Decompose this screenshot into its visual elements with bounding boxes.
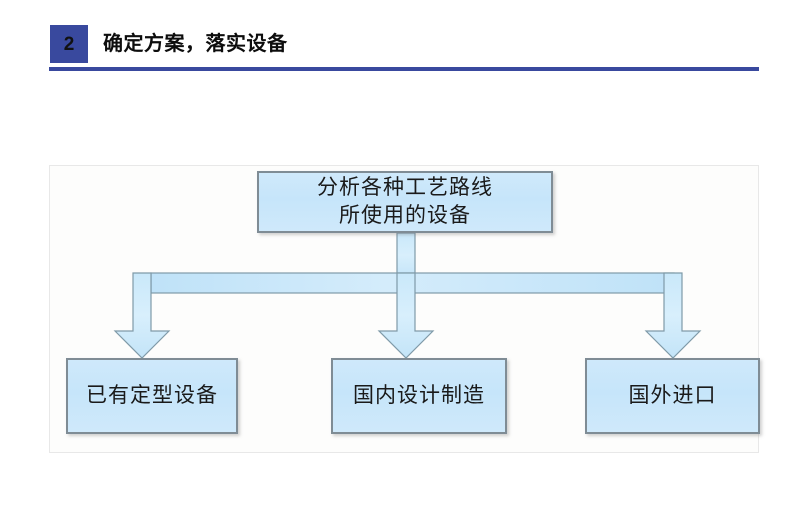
- step-number-label: 2: [63, 33, 75, 55]
- diagram-node-domestic-manufacture[interactable]: 国内设计制造: [331, 358, 507, 434]
- connector-arrow-left: [113, 272, 171, 359]
- diagram-node-root-label: 分析各种工艺路线 所使用的设备: [317, 175, 493, 227]
- diagram-node-leaf-0-label: 已有定型设备: [86, 383, 218, 408]
- diagram-node-leaf-2-label: 国外进口: [628, 383, 717, 408]
- connector-arrow-right: [644, 272, 702, 359]
- step-number-badge: 2: [50, 25, 88, 63]
- diagram-node-foreign-import[interactable]: 国外进口: [585, 358, 760, 434]
- slide-header: 2 确定方案，落实设备: [0, 0, 808, 80]
- diagram-node-leaf-1-label: 国内设计制造: [353, 383, 485, 408]
- diagram-node-root[interactable]: 分析各种工艺路线 所使用的设备: [257, 171, 553, 233]
- connector-arrow-middle: [377, 272, 435, 359]
- header-divider: [49, 67, 759, 71]
- connector-stem-root: [396, 232, 416, 279]
- page-title: 确定方案，落实设备: [103, 33, 288, 55]
- diagram-panel: 分析各种工艺路线 所使用的设备 已有定型设备 国内设计制造 国外进口: [49, 165, 760, 453]
- diagram-node-existing-equipment[interactable]: 已有定型设备: [66, 358, 238, 434]
- connector-horizontal-bar: [150, 272, 675, 294]
